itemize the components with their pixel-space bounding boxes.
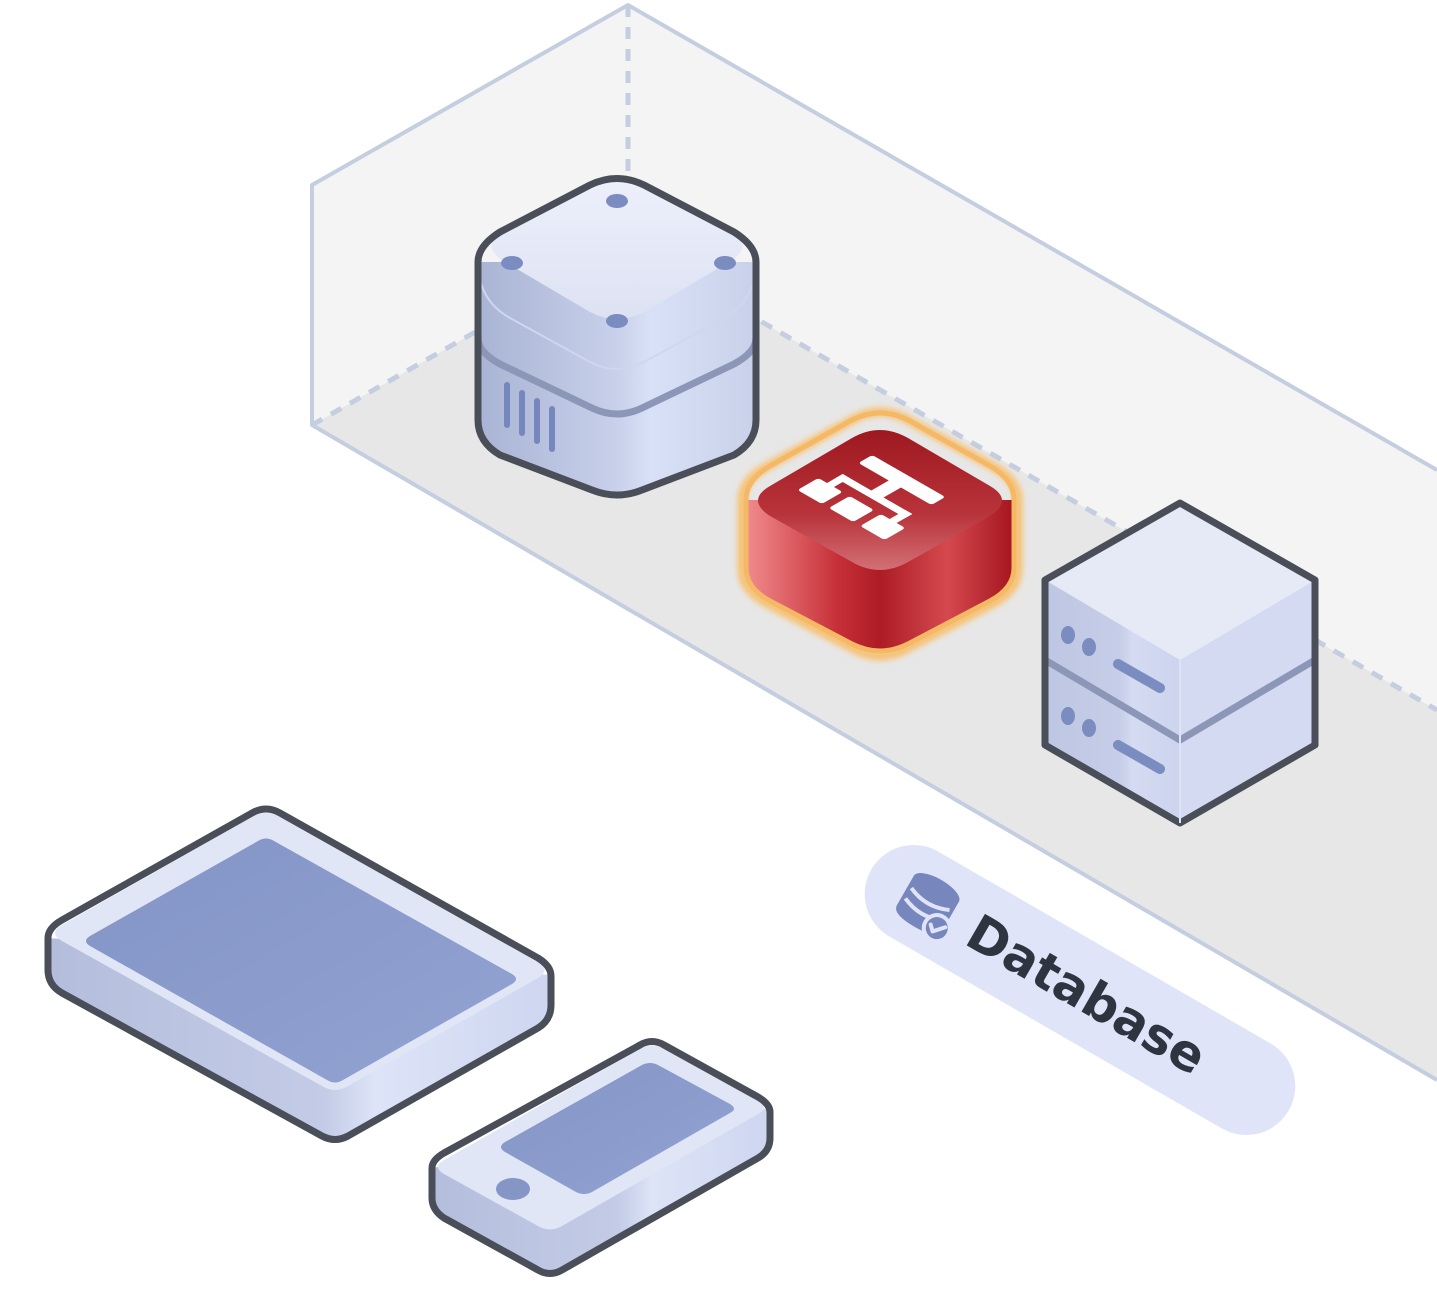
phone-screen	[501, 1063, 734, 1194]
storage-cube[interactable]	[474, 175, 760, 499]
zone-back-wall	[312, 5, 628, 425]
database-label[interactable]: Database	[834, 815, 1325, 1165]
service-node[interactable]	[737, 407, 1023, 661]
tablet-device[interactable]	[44, 805, 555, 1143]
storage-vent-icon	[504, 382, 555, 452]
tablet-screen	[86, 838, 516, 1083]
database-check-icon	[896, 873, 960, 944]
hierarchy-icon	[798, 455, 944, 540]
storage-top-dots	[501, 194, 736, 328]
phone-home-button	[496, 1178, 530, 1200]
server-rack[interactable]	[1041, 499, 1319, 827]
server-indicator-icon	[1061, 626, 1096, 737]
smartphone-device[interactable]	[428, 1038, 774, 1277]
